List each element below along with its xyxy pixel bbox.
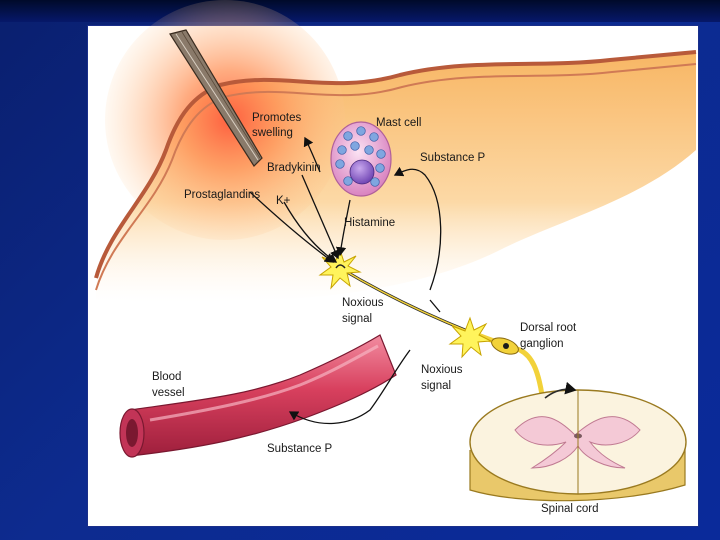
histamine-label: Histamine: [344, 217, 395, 229]
noxious-signal-label-2-line2: signal: [421, 380, 451, 392]
substance-p-bottom-label: Substance P: [267, 443, 333, 455]
mast-cell-label: Mast cell: [376, 117, 421, 129]
signal-arrows: [249, 136, 442, 425]
potassium-label: K+: [276, 195, 291, 207]
skin-surface: [94, 50, 697, 291]
bradykinin-label: Bradykinin: [267, 162, 321, 174]
needle-icon: [169, 29, 263, 167]
mast-cell-icon: [330, 121, 392, 197]
spinal-cord-label: Spinal cord: [541, 503, 599, 515]
promotes-swelling-label-line2: swelling: [252, 127, 293, 139]
blood-vessel-icon: [119, 334, 397, 458]
spinal-cord-icon: [469, 381, 687, 502]
noxious-signal-label-2-line1: Noxious: [421, 364, 463, 376]
noxious-signal-label-1-line1: Noxious: [342, 297, 384, 309]
blood-vessel-label-line1: Blood: [152, 371, 181, 383]
noxious-signal-label-1-line2: signal: [342, 313, 372, 325]
substance-p-top-label: Substance P: [420, 152, 486, 164]
promotes-swelling-label-line1: Promotes: [252, 112, 301, 124]
ganglion-starburst-icon: [448, 316, 493, 359]
dorsal-root-ganglion-label-line2: ganglion: [520, 338, 563, 350]
blood-vessel-label-line2: vessel: [152, 387, 185, 399]
prostaglandins-label: Prostaglandins: [184, 189, 260, 201]
dorsal-root-ganglion-label-line1: Dorsal root: [520, 322, 577, 334]
